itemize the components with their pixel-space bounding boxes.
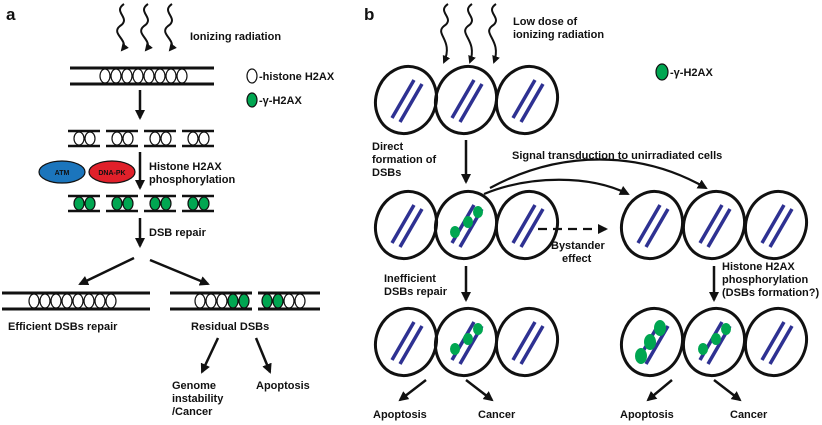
apoptosis-a: Apoptosis: [256, 380, 310, 392]
apoptosis-b-right: Apoptosis: [620, 409, 674, 421]
cell-row1: [374, 64, 559, 136]
inefficient-line2: DSBs repair: [384, 286, 448, 298]
radiation-b-line2: ionizing radiation: [513, 29, 604, 41]
arrow-a-left: [78, 256, 135, 286]
svg-text:-γ-H2AX: -γ-H2AX: [259, 95, 302, 107]
arrow-signal-short: [483, 178, 630, 196]
dna-broken: [68, 129, 214, 148]
legend-gamma-a: -γ-H2AX: [246, 92, 302, 108]
svg-text:DNA-PK: DNA-PK: [98, 170, 125, 177]
arrow-signal-long: [489, 158, 708, 189]
svg-text:ATM: ATM: [55, 170, 70, 177]
histone-b-line2: phosphorylation: [722, 274, 808, 286]
direct-line2: formation of: [372, 154, 436, 166]
phos-line1: Histone H2AX: [149, 161, 222, 173]
dna-phosphorylated: [68, 194, 214, 213]
efficient-label: Efficient DSBs repair: [8, 321, 118, 333]
inefficient-line1: Inefficient: [384, 273, 436, 285]
legend-histone: -histone H2AX: [246, 68, 335, 84]
arrow-a-apoptosis: [254, 337, 272, 374]
cell-row3-right: [620, 306, 808, 378]
bystander-line2: effect: [562, 253, 592, 265]
phos-line2: phosphorylation: [149, 174, 235, 186]
repair-label: DSB repair: [149, 227, 207, 239]
apoptosis-b-left: Apoptosis: [373, 409, 427, 421]
histone-b-line1: Histone H2AX: [722, 261, 795, 273]
arrow-b-apoptosis-left: [398, 379, 427, 402]
dna-residual: [170, 291, 320, 311]
svg-text:-histone H2AX: -histone H2AX: [259, 71, 335, 83]
residual-label: Residual DSBs: [191, 321, 269, 333]
radiation-icon: [116, 3, 177, 52]
direct-line1: Direct: [372, 141, 404, 153]
dna-repaired: [2, 291, 150, 311]
cell-row2-right: [620, 189, 808, 261]
panel-a-letter: a: [6, 5, 16, 24]
genome-line1: Genome: [172, 380, 216, 392]
signal-label: Signal transduction to unirradiated cell…: [512, 150, 722, 162]
radiation-icon-b: [440, 3, 500, 64]
cancer-b-right: Cancer: [730, 409, 768, 421]
radiation-label: Ionizing radiation: [190, 31, 281, 43]
direct-line3: DSBs: [372, 167, 401, 179]
arrow-b-apoptosis-right: [646, 379, 673, 402]
panel-b-letter: b: [364, 5, 374, 24]
cell-row2-left: [374, 189, 559, 261]
genome-line3: /Cancer: [172, 406, 213, 418]
arrow-b-cancer-left: [465, 379, 494, 402]
legend-gamma-b: -γ-H2AX: [655, 63, 713, 81]
bystander-line1: Bystander: [551, 240, 606, 252]
histone-b-line3: (DSBs formation?): [722, 287, 820, 299]
radiation-b-line1: Low dose of: [513, 16, 578, 28]
cancer-b-left: Cancer: [478, 409, 516, 421]
dna-intact: [70, 66, 214, 86]
cell-row3-left: [374, 306, 559, 378]
arrow-b-cancer-right: [713, 379, 742, 402]
atm-kinase: ATM: [38, 160, 86, 184]
svg-text:-γ-H2AX: -γ-H2AX: [670, 67, 713, 79]
arrow-a-genome: [200, 337, 220, 374]
dnapk-kinase: DNA-PK: [88, 160, 136, 184]
arrow-a-right: [149, 258, 210, 286]
genome-line2: instability: [172, 393, 224, 405]
